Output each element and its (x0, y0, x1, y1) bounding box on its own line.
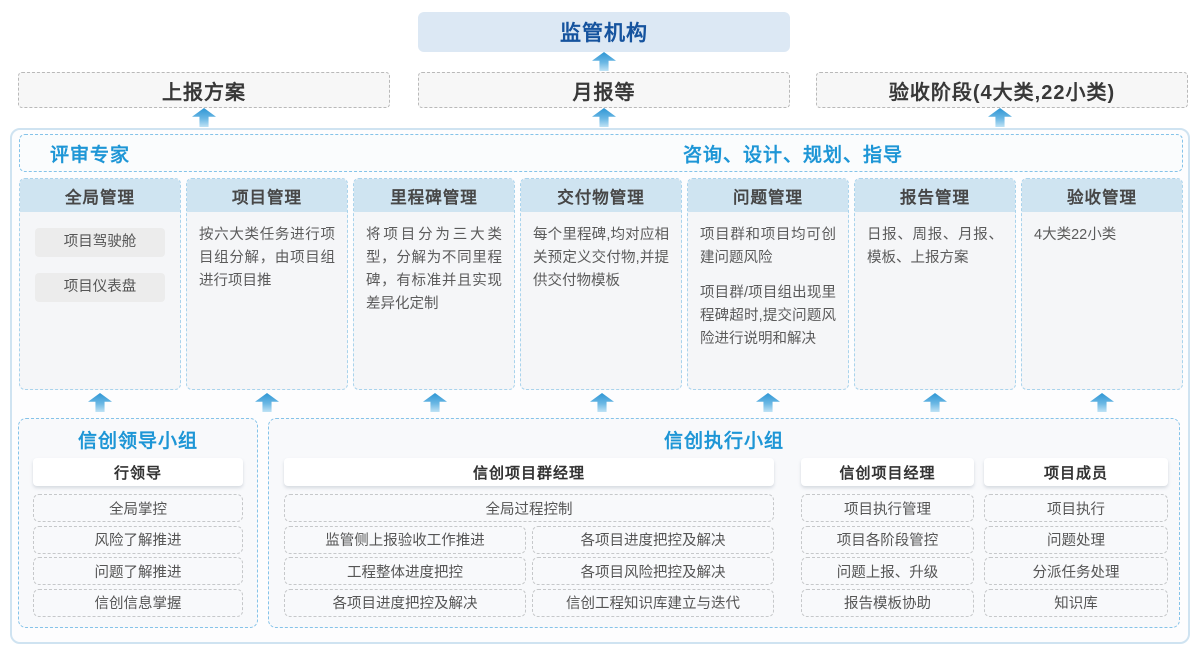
program-manager-section: 信创项目群经理 全局过程控制 监管侧上报验收工作推进 各项目进度把控及解决 工程… (284, 458, 774, 617)
column-project-management: 项目管理 按六大类任务进行项目组分解，由项目组进行项目推 (186, 178, 348, 390)
column-issue-management: 问题管理 项目群和项目均可创建问题风险 项目群/项目组出现里程碑超时,提交问题风… (687, 178, 849, 390)
duty-item: 问题了解推进 (33, 557, 243, 585)
duty-item: 各项目进度把控及解决 (532, 525, 774, 554)
leadership-group-box: 信创领导小组 行领导 全局掌控 风险了解推进 问题了解推进 信创信息掌握 (18, 418, 258, 628)
execution-group-box: 信创执行小组 信创项目群经理 全局过程控制 监管侧上报验收工作推进 各项目进度把… (268, 418, 1180, 628)
group-title: 信创领导小组 (77, 431, 198, 452)
project-manager-section: 信创项目经理 项目执行管理 项目各阶段管控 问题上报、升级 报告模板协助 (801, 458, 974, 617)
column-deliverable-management: 交付物管理 每个里程碑,均对应相关预定义交付物,并提供交付物模板 (520, 178, 682, 390)
duty-item: 风险了解推进 (33, 525, 243, 554)
column-global-management: 全局管理 项目驾驶舱 项目仪表盘 (19, 178, 181, 390)
column-description: 按六大类任务进行项目组分解，由项目组进行项目推 (199, 227, 335, 289)
duty-item: 全局掌控 (33, 494, 243, 522)
list-item: 项目驾驶舱 (35, 228, 165, 257)
channel-acceptance-stage: 验收阶段(4大类,22小类) (816, 72, 1188, 108)
duty-item: 项目执行管理 (801, 494, 974, 522)
role-bank-leader: 行领导 (33, 458, 243, 486)
duty-item: 问题上报、升级 (801, 557, 974, 585)
role-program-manager: 信创项目群经理 (284, 458, 774, 486)
role-project-member: 项目成员 (984, 458, 1168, 486)
column-title: 全局管理 (20, 179, 180, 212)
column-report-management: 报告管理 日报、周报、月报、模板、上报方案 (854, 178, 1016, 390)
role-project-manager: 信创项目经理 (801, 458, 974, 486)
column-description: 每个里程碑,均对应相关预定义交付物,并提供交付物模板 (533, 227, 669, 289)
channel-monthly-report: 月报等 (418, 72, 790, 108)
advisor-band: 评审专家 咨询、设计、规划、指导 (19, 134, 1183, 172)
duty-item: 各项目进度把控及解决 (284, 588, 526, 617)
duty-item: 工程整体进度把控 (284, 557, 526, 585)
column-description: 项目群和项目均可创建问题风险 (700, 227, 836, 266)
up-arrow-icon (592, 52, 616, 71)
duty-item: 信创工程知识库建立与迭代 (532, 588, 774, 617)
group-title: 信创执行小组 (663, 431, 784, 452)
regulator-box: 监管机构 (418, 12, 790, 52)
project-member-section: 项目成员 项目执行 问题处理 分派任务处理 知识库 (984, 458, 1168, 617)
column-milestone-management: 里程碑管理 将项目分为三大类型，分解为不同里程碑，有标准并且实现差异化定制 (353, 178, 515, 390)
column-acceptance-management: 验收管理 4大类22小类 (1021, 178, 1183, 390)
column-description: 将项目分为三大类型，分解为不同里程碑，有标准并且实现差异化定制 (366, 227, 502, 312)
duty-item: 项目各阶段管控 (801, 525, 974, 554)
column-title: 项目管理 (187, 179, 347, 212)
up-arrow-icon (192, 108, 216, 127)
column-title: 交付物管理 (521, 179, 681, 212)
duty-item: 分派任务处理 (984, 557, 1168, 585)
column-title: 问题管理 (688, 179, 848, 212)
column-description: 4大类22小类 (1034, 227, 1117, 243)
column-title: 里程碑管理 (354, 179, 514, 212)
list-item: 项目仪表盘 (35, 273, 165, 302)
consulting-label: 咨询、设计、规划、指导 (682, 144, 904, 166)
up-arrow-icon (988, 108, 1012, 127)
duty-item: 信创信息掌握 (33, 588, 243, 617)
review-experts-label: 评审专家 (50, 144, 131, 166)
management-columns: 全局管理 项目驾驶舱 项目仪表盘 项目管理 按六大类任务进行项目组分解，由项目组… (19, 178, 1183, 390)
column-description: 项目群/项目组出现里程碑超时,提交问题风险进行说明和解决 (700, 284, 836, 347)
duty-item: 全局过程控制 (284, 494, 774, 522)
channel-report-plan: 上报方案 (18, 72, 390, 108)
up-arrow-icon (592, 108, 616, 127)
duty-item: 报告模板协助 (801, 588, 974, 617)
duty-item: 监管侧上报验收工作推进 (284, 525, 526, 554)
duty-item: 各项目风险把控及解决 (532, 557, 774, 585)
duty-item: 问题处理 (984, 525, 1168, 554)
column-description: 日报、周报、月报、模板、上报方案 (867, 227, 1003, 266)
column-title: 验收管理 (1022, 179, 1182, 212)
duty-item: 项目执行 (984, 494, 1168, 522)
duty-item: 知识库 (984, 588, 1168, 617)
column-title: 报告管理 (855, 179, 1015, 212)
